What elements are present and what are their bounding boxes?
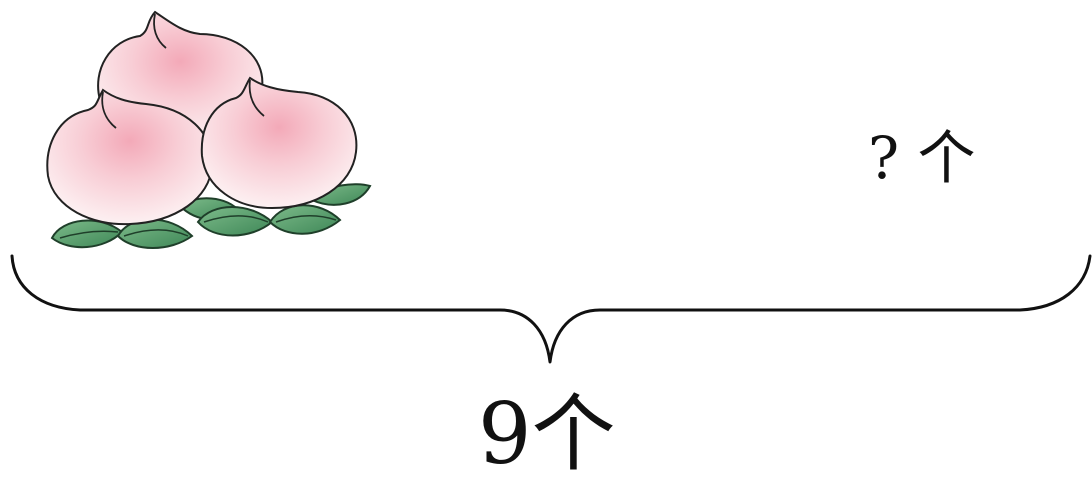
peach-leaves [50,183,372,249]
unknown-quantity-label: ? 个 [868,124,976,192]
leaf-icon [268,204,342,235]
brace-icon [10,254,1092,364]
peach-icon [46,88,214,226]
leaf-icon [196,206,274,237]
peach-icon [200,76,358,210]
total-quantity-label: 9个 [478,385,616,483]
